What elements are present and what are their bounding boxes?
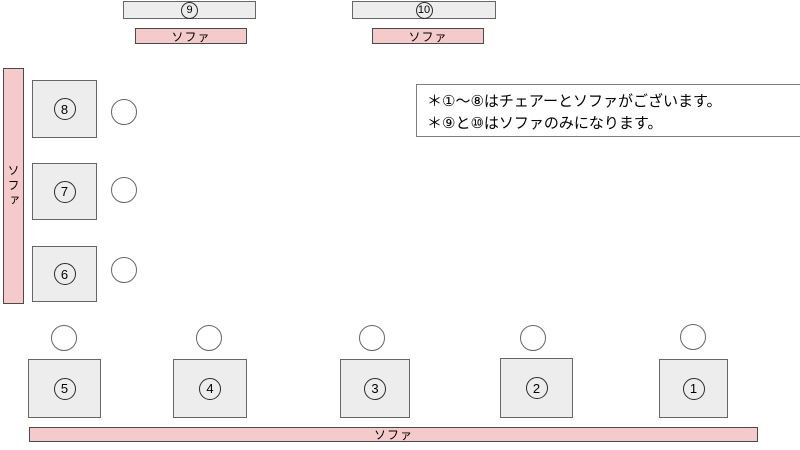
table-9: 9 (123, 1, 256, 19)
table-6: 6 (32, 246, 97, 302)
table-3-number: 3 (364, 377, 386, 400)
table-1-number: 1 (682, 377, 705, 400)
table-4-number: 4 (199, 377, 221, 400)
table-2: 2 (500, 358, 573, 418)
table-4: 4 (173, 359, 247, 418)
sofa-text: ソファ (373, 428, 413, 442)
chair-table-6 (111, 257, 137, 283)
sofa-text: ソファ (6, 163, 20, 209)
sofa-label-table-10: ソファ (372, 28, 484, 44)
chair-table-2 (520, 325, 546, 351)
sofa-text: ソファ (408, 29, 448, 44)
chair-table-1 (680, 324, 706, 350)
chair-table-3 (359, 325, 385, 351)
note-box: ＊①～⑧はチェアーとソファがございます。 ＊⑨と⑩はソファのみになります。 (416, 84, 800, 137)
note-line-2: ＊⑨と⑩はソファのみになります。 (427, 115, 663, 132)
chair-table-4 (196, 325, 222, 351)
chair-table-8 (111, 99, 137, 125)
sofa-label-table-9: ソファ (135, 28, 247, 44)
sofa-bottom-wall: ソファ (29, 427, 758, 442)
table-8-number: 8 (53, 98, 76, 120)
sofa-left-wall: ソファ (3, 68, 24, 304)
table-5: 5 (28, 359, 101, 418)
table-9-number: 9 (181, 1, 198, 19)
table-5-number: 5 (53, 377, 76, 400)
note-line-1: ＊①～⑧はチェアーとソファがございます。 (427, 93, 722, 110)
table-7-number: 7 (53, 180, 76, 203)
table-1: 1 (659, 359, 728, 418)
chair-table-7 (111, 177, 137, 203)
table-3: 3 (340, 359, 410, 418)
table-8: 8 (32, 80, 97, 138)
table-10: 10 (352, 1, 496, 19)
table-7: 7 (32, 163, 97, 220)
table-6-number: 6 (53, 263, 76, 285)
chair-table-5 (51, 325, 77, 351)
sofa-text: ソファ (171, 29, 211, 44)
table-2-number: 2 (525, 377, 548, 399)
table-10-number: 10 (415, 1, 433, 19)
